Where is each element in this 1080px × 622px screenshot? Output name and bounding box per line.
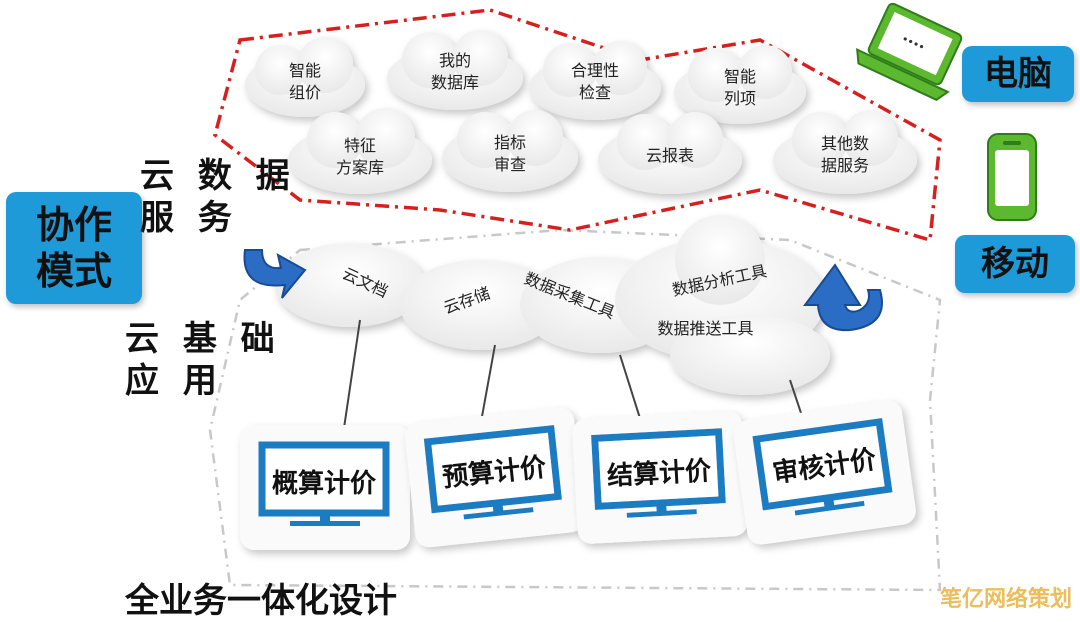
cloud-data-service-label: 云 数 据 服 务 [140, 156, 296, 238]
monitor-yusuan [405, 407, 585, 548]
collaboration-mode-box: 协作 模式 [6, 192, 142, 304]
cloud-shape-qita-fuwu [773, 110, 917, 194]
mobile-label: 移动 [981, 244, 1049, 284]
cloud-label-qita-fuwu: 其他数 据服务 [820, 134, 869, 175]
collaboration-mode-label: 协作 模式 [35, 203, 112, 293]
cloud-label-zhibiao-shencha: 指标 审查 [493, 133, 526, 174]
computer-box: 电脑 [962, 46, 1074, 102]
monitor-shenhe [733, 400, 916, 545]
arrow-right-icon [243, 249, 307, 299]
monitor-label-jiesuan: 结算计价 [606, 456, 712, 492]
cloud-label-shuju-tuisong: 数据推送工具 [657, 319, 754, 338]
cloud-label-wode-shujuku: 我的 数据库 [430, 51, 479, 92]
cloud-shape-basic-app [275, 215, 830, 395]
cloud-label-zhineng-zujia: 智能 组价 [288, 61, 321, 102]
cloud-shape-yunbaobiao [598, 112, 742, 194]
cloud-shape-zhibiao-shencha [442, 110, 578, 192]
watermark-text: 笔亿网络策划 [939, 587, 1072, 612]
integrated-region-outline [208, 228, 942, 592]
cloud-basic-app-label: 云 基 础 应 用 [125, 319, 281, 401]
cloud-shape-helixing-jiancha [529, 41, 661, 120]
cloud-label-helixing-jiancha: 合理性 检查 [570, 61, 619, 102]
cloud-label-yunbaobiao: 云报表 [645, 146, 694, 165]
monitor-jiesuan [572, 411, 748, 544]
cloud-shape-wode-shujuku [387, 30, 523, 110]
cloud-shape-tezheng-fangan [288, 108, 432, 194]
arrow-up-icon [803, 263, 883, 332]
monitor-label-gaisuan: 概算计价 [271, 469, 376, 499]
cloud-label-zhineng-liexiang: 智能 列项 [723, 67, 756, 108]
monitor-gaisuan [240, 425, 410, 550]
mobile-phone-icon [987, 133, 1037, 221]
computer-label: 电脑 [984, 54, 1052, 94]
cloud-shape-zhineng-zujia [245, 37, 365, 117]
laptop-icon [856, 2, 963, 101]
cloud-shape-zhineng-liexiang [674, 45, 806, 124]
mobile-box: 移动 [955, 235, 1075, 293]
integrated-design-label: 全业务一体化设计 [125, 581, 397, 621]
cloud-label-tezheng-fangan: 特征 方案库 [335, 136, 384, 177]
